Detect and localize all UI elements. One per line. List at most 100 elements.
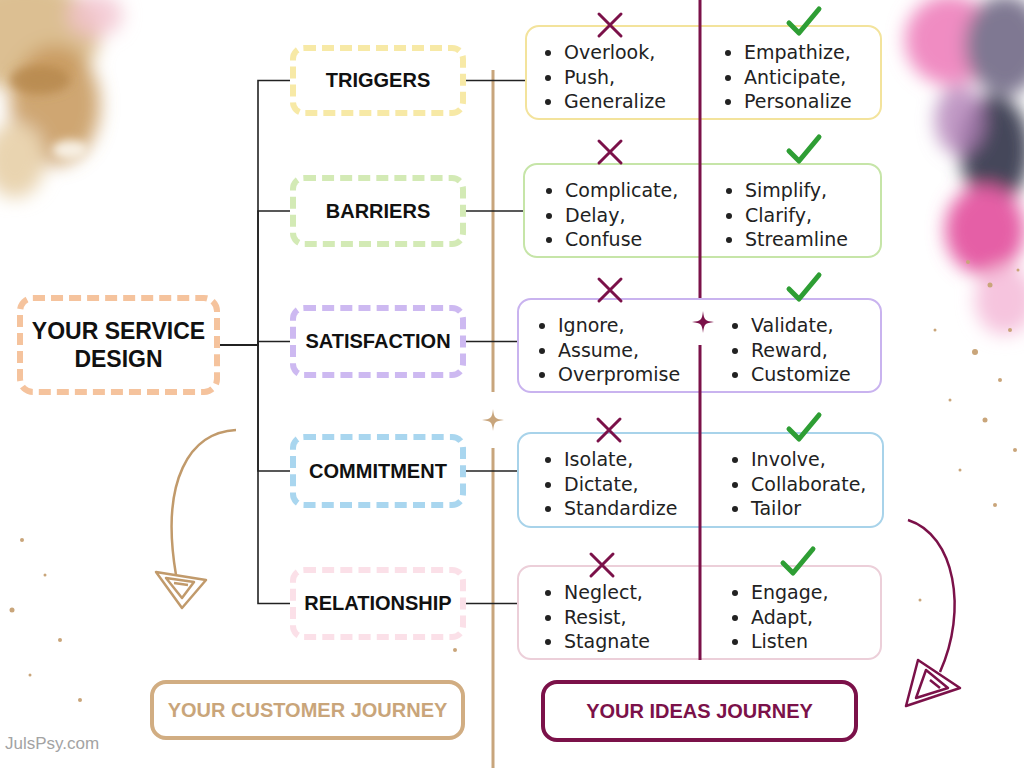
arrow-curve xyxy=(172,430,236,575)
list-item: Isolate, xyxy=(564,447,677,472)
stage-title: BARRIERS xyxy=(326,200,430,223)
list-item: Validate, xyxy=(751,313,851,338)
stage-box: SATISFACTION xyxy=(290,305,466,378)
dot xyxy=(959,469,962,472)
splash-blob xyxy=(935,85,985,155)
link-line xyxy=(466,470,517,472)
dot xyxy=(78,698,82,702)
list-item: Personalize xyxy=(744,89,852,114)
curved-arrow xyxy=(906,520,960,706)
list-item: Delay, xyxy=(565,203,678,228)
list-item: Collaborate, xyxy=(751,472,866,497)
watermark: JulsPsy.com xyxy=(5,734,99,754)
list-item: Dictate, xyxy=(564,472,677,497)
list-item: Ignore, xyxy=(558,313,680,338)
list-item: Empathize, xyxy=(744,40,852,65)
list-item: Stagnate xyxy=(564,629,650,654)
dot xyxy=(1017,269,1020,272)
dot xyxy=(1013,448,1017,452)
cross-icon xyxy=(599,141,621,163)
tree-connector xyxy=(220,345,290,604)
divider-line xyxy=(492,448,495,768)
check-icon xyxy=(789,137,819,161)
list-item: Reward, xyxy=(751,338,851,363)
watercolor-splash xyxy=(10,66,88,160)
dot xyxy=(972,349,978,355)
dot xyxy=(29,674,32,677)
avoid-list: Overlook,Push,Generalize xyxy=(564,40,666,114)
link-line xyxy=(466,210,523,212)
dot xyxy=(20,538,24,542)
divider-line xyxy=(492,70,495,392)
tree-connector xyxy=(220,345,290,471)
journey-box: YOUR IDEAS JOURNEY xyxy=(541,680,858,742)
contrast-box: Ignore,Assume,Overpromise Validate,Reward… xyxy=(517,298,882,393)
curved-arrow xyxy=(156,430,236,608)
splash-blob xyxy=(965,0,1024,95)
do-list: Empathize,Anticipate,Personalize xyxy=(744,40,852,114)
list-item: Involve, xyxy=(751,447,866,472)
tree-connector xyxy=(220,211,290,345)
splash-blob xyxy=(67,0,123,37)
stage-title: SATISFACTION xyxy=(305,330,450,353)
list-item: Anticipate, xyxy=(744,65,852,90)
check-icon xyxy=(789,275,819,299)
stage-title: COMMITMENT xyxy=(309,460,447,483)
list-item: Simplify, xyxy=(745,178,848,203)
dot xyxy=(10,608,15,613)
stage-title: RELATIONSHIP xyxy=(304,592,451,615)
splash-blob xyxy=(905,0,995,85)
list-item: Overlook, xyxy=(564,40,666,65)
contrast-box: Neglect,Resist,StagnateEngage,Adapt,List… xyxy=(517,565,882,660)
avoid-list: Complicate,Delay,Confuse xyxy=(565,178,678,252)
splash-blob xyxy=(0,122,45,198)
list-item: Complicate, xyxy=(565,178,678,203)
watercolor-splash xyxy=(0,0,123,198)
contrast-box: Complicate,Delay,Confuse Simplify,Clarify… xyxy=(523,163,882,258)
do-list: Involve,Collaborate,Tailor xyxy=(751,447,866,521)
list-item: Engage, xyxy=(751,580,829,605)
dot xyxy=(44,574,47,577)
list-item: Adapt, xyxy=(751,605,829,630)
dot xyxy=(993,503,997,507)
contrast-box: Overlook,Push,Generalize Empathize,Antici… xyxy=(525,25,882,120)
avoid-list: Isolate,Dictate,Standardize xyxy=(564,447,677,521)
arrow-curve xyxy=(908,520,955,672)
list-item: Confuse xyxy=(565,227,678,252)
stage-box: RELATIONSHIP xyxy=(290,567,466,640)
do-list: Simplify,Clarify,Streamline xyxy=(745,178,848,252)
splash-blob xyxy=(10,66,70,94)
journey-title: YOUR IDEAS JOURNEY xyxy=(586,700,813,723)
list-item: Standardize xyxy=(564,496,677,521)
avoid-list: Ignore,Assume,Overpromise xyxy=(558,313,680,387)
root-box: YOUR SERVICE DESIGN xyxy=(17,295,220,395)
arrow-head xyxy=(906,660,960,706)
dot xyxy=(1008,328,1012,332)
list-item: Overpromise xyxy=(558,362,680,387)
stage-box: TRIGGERS xyxy=(290,45,466,116)
do-list: Validate,Reward,Customize xyxy=(751,313,851,387)
link-line xyxy=(466,80,525,82)
dot xyxy=(998,378,1002,382)
list-item: Streamline xyxy=(745,227,848,252)
watercolor-splash xyxy=(905,0,1024,335)
list-item: Assume, xyxy=(558,338,680,363)
star-mark xyxy=(482,409,504,431)
dot xyxy=(934,329,937,332)
dot xyxy=(983,418,988,423)
list-item: Tailor xyxy=(751,496,866,521)
root-title: YOUR SERVICE DESIGN xyxy=(27,317,210,373)
do-list: Engage,Adapt,Listen xyxy=(751,580,829,654)
dot xyxy=(58,638,62,642)
list-item: Customize xyxy=(751,362,851,387)
list-item: Resist, xyxy=(564,605,650,630)
stage-box: BARRIERS xyxy=(290,175,466,247)
contrast-box: Isolate,Dictate,Standardize Involve,Colla… xyxy=(517,432,884,528)
splash-blob xyxy=(52,140,88,160)
stage-title: TRIGGERS xyxy=(326,69,430,92)
customer-journey-line xyxy=(492,70,495,768)
splash-blob xyxy=(945,185,1024,275)
splash-blob xyxy=(0,0,100,90)
splash-blob xyxy=(975,265,1024,335)
